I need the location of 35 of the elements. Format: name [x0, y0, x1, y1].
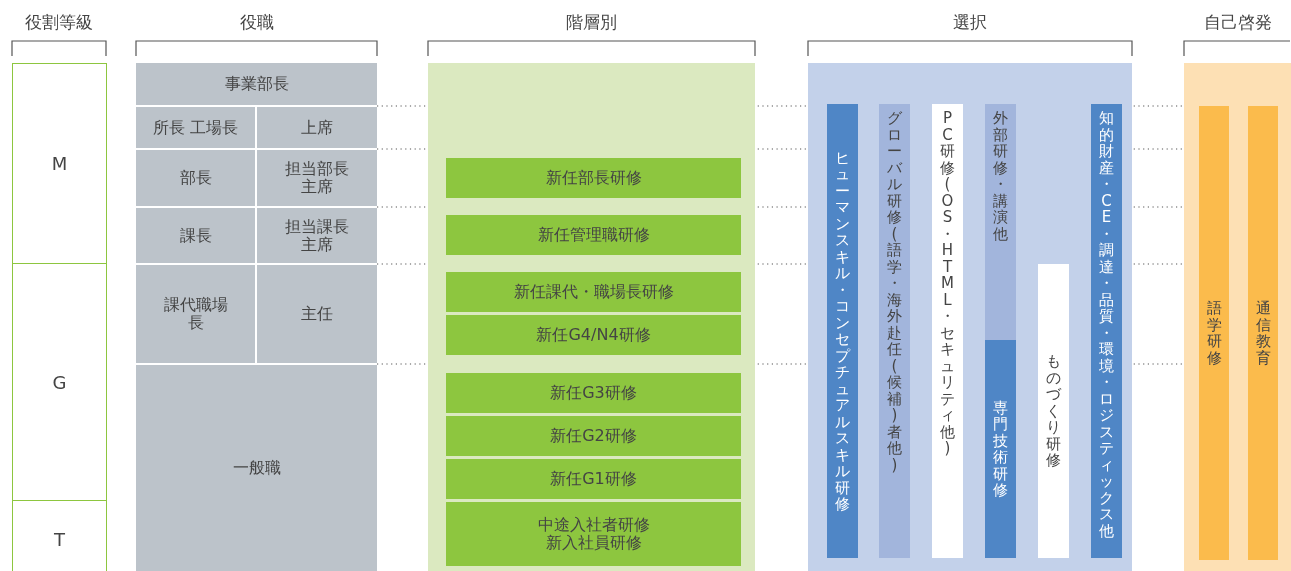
training-box: 新任G2研修	[446, 416, 741, 456]
position-cell: 主任	[257, 265, 377, 363]
training-box: 新任課代・職場長研修	[446, 272, 741, 312]
column-heading: 役割等級	[24, 10, 94, 34]
training-box: 新任G3研修	[446, 373, 741, 413]
position-cell: 事業部長	[136, 63, 377, 105]
training-bar: 通信教育	[1248, 106, 1278, 560]
position-cell: 課長	[136, 208, 255, 263]
column-heading: 役職	[238, 10, 275, 34]
training-box: 新任G1研修	[446, 459, 741, 499]
position-cell: 上席	[257, 107, 377, 148]
training-bar: 専門技術研修	[985, 340, 1016, 558]
training-box: 新任部長研修	[446, 158, 741, 198]
column-heading: 階層別	[565, 10, 618, 34]
position-cell: 担当部長主席	[257, 150, 377, 206]
position-cell: 所長 工場長	[136, 107, 255, 148]
training-bar: PC研修(OS・HTML・セキュリティ他)	[932, 104, 963, 558]
training-bar: 語学研修	[1199, 106, 1229, 560]
column-heading: 自己啓発	[1202, 10, 1273, 34]
training-bar: グローバル研修(語学・海外赴任(候補)者他)	[879, 104, 910, 558]
position-cell: 一般職	[136, 365, 377, 571]
training-bar: ものづくり研修	[1038, 264, 1069, 558]
training-bar: 外部研修・講演他	[985, 104, 1016, 340]
grade-cell: G	[12, 263, 107, 501]
column-heading: 選択	[952, 10, 988, 34]
position-cell: 担当課長主席	[257, 208, 377, 263]
position-cell: 課代職場長	[136, 265, 255, 363]
training-bar: 知的財産・CE・調達・品質・環境・ロジスティックス他	[1091, 104, 1122, 558]
position-cell: 部長	[136, 150, 255, 206]
grade-cell: M	[12, 63, 107, 264]
training-bar: ヒューマンスキル・コンセプチュアルスキル研修	[827, 104, 858, 558]
training-box: 新任管理職研修	[446, 215, 741, 255]
grade-cell: T	[12, 500, 107, 571]
training-box: 中途入社者研修 新入社員研修	[446, 502, 741, 566]
training-box: 新任G4/N4研修	[446, 315, 741, 355]
